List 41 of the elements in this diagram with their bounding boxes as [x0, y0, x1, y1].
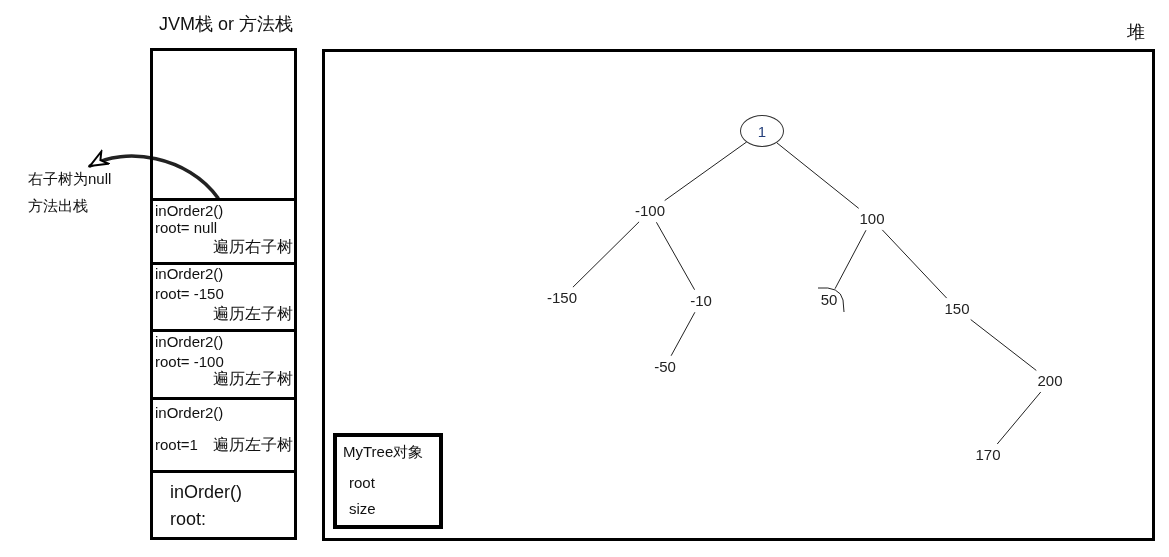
stack-title: JVM栈 or 方法栈 — [159, 14, 293, 35]
root-value-label: root= -100 — [155, 353, 224, 370]
traversal-note: 遍历左子树 — [213, 305, 293, 324]
object-title: MyTree对象 — [343, 443, 424, 461]
node-value: 100 — [859, 210, 885, 228]
curved-arrow — [88, 151, 220, 200]
traversal-note: 遍历左子树 — [213, 436, 293, 455]
tree-edge-line — [664, 141, 747, 201]
tree-edge-line — [970, 319, 1037, 371]
tree-edge-line — [572, 221, 640, 288]
root-value-label: root= null — [155, 219, 218, 237]
tree-edge-line — [882, 229, 947, 299]
note-text: 方法出栈 — [28, 197, 88, 215]
field-label: root — [349, 474, 375, 492]
root-value-label: root= -150 — [155, 285, 224, 303]
node-value: 170 — [975, 446, 1001, 464]
node-value: 150 — [944, 300, 970, 318]
tree-edge-line — [997, 391, 1041, 445]
root-value-label: root=1 — [155, 436, 198, 454]
tree-edge-line — [656, 222, 695, 290]
node-value: 200 — [1037, 372, 1063, 390]
note-text: 右子树为null — [28, 170, 112, 188]
heap-title: 堆 — [1127, 22, 1145, 43]
traversal-note: 遍历左子树 — [213, 370, 293, 389]
field-label: size — [349, 500, 376, 518]
method-label: inOrder() — [170, 482, 242, 503]
method-label: inOrder2() — [155, 265, 224, 283]
method-label: inOrder2() — [155, 404, 224, 422]
tree-edge-line — [834, 230, 867, 289]
root-value-label: root: — [170, 509, 207, 530]
node-value: 50 — [820, 291, 838, 309]
method-label: inOrder2() — [155, 333, 224, 351]
node-value: -50 — [654, 358, 676, 376]
node-value: -10 — [690, 292, 712, 310]
node-value: -100 — [635, 202, 665, 220]
tree-edge-line — [670, 312, 696, 356]
object-box — [333, 433, 443, 529]
node-value: -150 — [547, 289, 577, 307]
method-label: inOrder2() — [155, 202, 224, 220]
traversal-note: 遍历右子树 — [213, 238, 293, 257]
tree-edge-line — [776, 142, 859, 209]
